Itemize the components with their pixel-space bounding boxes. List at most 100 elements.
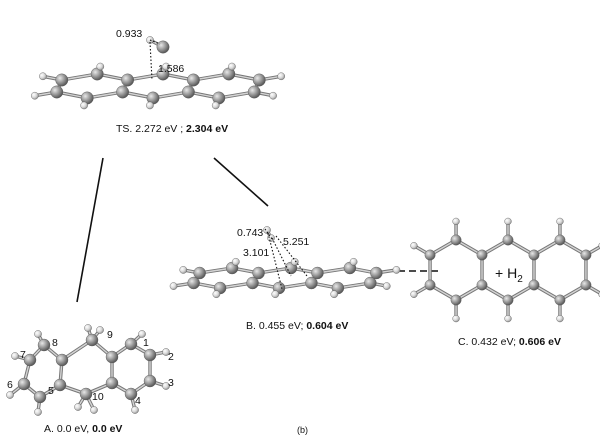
b-carbon-atom [252,266,265,280]
b-hydrogen-atom [290,257,299,266]
panel-label: (b) [297,425,308,435]
ts-energy-label: TS. 2.272 eV ; 2.304 eV [116,123,228,135]
molecule-ts [31,36,285,110]
molecule-b [169,226,401,299]
c-hydrogen-atom [410,242,418,250]
b-energy-label: B. 0.455 eV; 0.604 eV [246,320,348,332]
atom-number-6: 6 [7,379,13,391]
c-carbon-atom [502,294,514,306]
ts-carbon-atom [121,73,134,87]
c-formula-subscript: 2 [517,274,523,285]
b-hydrogen-atom [232,257,240,266]
line-ts-to-b [213,157,269,207]
a-carbon-atom [23,353,37,367]
b-carbon-atom [364,276,377,290]
c-hydrogen-atom [452,315,460,323]
a-hydrogen-atom [162,348,170,356]
a-carbon-atom [143,374,157,388]
ts-carbon-atom [116,85,129,99]
a-carbon-atom [105,350,119,364]
a-carbon-atom [17,377,31,391]
a-hydrogen-atom [11,352,19,360]
b-h-c-long-2 [271,237,292,277]
atom-number-3: 3 [168,377,174,389]
ts-carbon-atom [247,85,261,99]
c-carbon-atom [580,249,592,261]
c-hydrogen-atom [452,217,460,226]
ts-hydrogen-atom [96,62,105,71]
a-hydrogen-atom [162,382,170,390]
b-h-c-long-3 [275,235,308,277]
c-carbon-atom [528,279,540,291]
a-hydrogen-atom [138,330,146,338]
b-energy-primary: B. 0.455 eV; [246,320,306,332]
ts-energy-bold: 2.304 eV [186,123,228,135]
c-hydrogen-atom [556,315,564,323]
b-distance-short: 3.101 [243,247,269,259]
b-carbon-atom [246,276,259,290]
c-hydrogen-atom [504,217,512,226]
atom-number-10: 10 [92,391,104,403]
a-carbon-atom [105,376,119,390]
c-hydrogen-atom [410,290,418,298]
ts-carbon-atom [156,40,170,54]
a-hydrogen-atom [6,391,14,399]
b-distance-long: 5.251 [283,236,309,248]
a-atoms [6,324,170,416]
b-hydrogen-atom [179,266,188,274]
ts-carbon-atom [252,73,266,87]
c-carbon-atom [450,234,462,246]
a-hydrogen-atom [84,324,92,332]
a-carbon-atom [124,337,138,351]
c-hydrogen-atom [556,217,564,226]
ts-carbon-atom [50,85,64,99]
b-distance-hh: 0.743 [237,227,263,239]
a-carbon-atom [53,378,67,392]
a-carbon-atom [33,390,47,404]
ts-hydrogen-atom [31,91,39,100]
b-hydrogen-atom [382,282,391,290]
ts-carbon-atom [55,73,69,87]
b-h-c-long-1 [267,232,283,290]
ts-atoms [31,36,285,110]
ts-carbon-atom [187,73,200,87]
c-carbon-atom [580,279,592,291]
ts-energy-primary: TS. 2.272 eV ; [116,123,186,135]
c-carbon-atom [450,294,462,306]
c-carbon-atom [502,234,514,246]
molecule-a [6,324,170,416]
a-energy-bold: 0.0 eV [92,423,122,435]
atom-number-9: 9 [107,329,113,341]
b-hydrogen-atom [392,266,401,274]
atom-number-7: 7 [20,349,26,361]
a-carbon-atom [79,387,93,401]
a-hydrogen-atom [96,326,104,334]
c-atoms [410,217,600,323]
a-energy-label: A. 0.0 eV, 0.0 eV [44,423,122,435]
c-formula-plus-h: + H [495,265,517,281]
a-hydrogen-atom [90,406,98,414]
c-carbon-atom [476,249,488,261]
b-hydrogen-atom [330,290,338,299]
ts-carbon-atom [182,85,195,99]
a-atom-numbers: 1 2 3 4 5 6 7 8 9 10 [7,329,174,407]
c-carbon-atom [424,279,436,291]
b-carbon-atom [193,266,206,280]
atom-number-5: 5 [48,385,54,397]
atom-number-2: 2 [168,351,174,363]
ts-hydrogen-atom [80,101,88,110]
atom-number-4: 4 [135,395,141,407]
b-hydrogen-atom [349,257,358,266]
ts-distance-lines [149,39,161,81]
b-hydrogen-atom [169,282,178,290]
a-hydrogen-atom [131,406,139,414]
ts-hydrogen-atom [146,101,154,110]
c-carbon-atom [554,294,566,306]
c-carbon-atom [424,249,436,261]
line-a-to-ts [76,157,104,303]
b-distance-lines [264,228,308,290]
a-carbon-atom [143,348,157,362]
c-carbon-atom [528,249,540,261]
a-carbon-atom [55,353,69,367]
